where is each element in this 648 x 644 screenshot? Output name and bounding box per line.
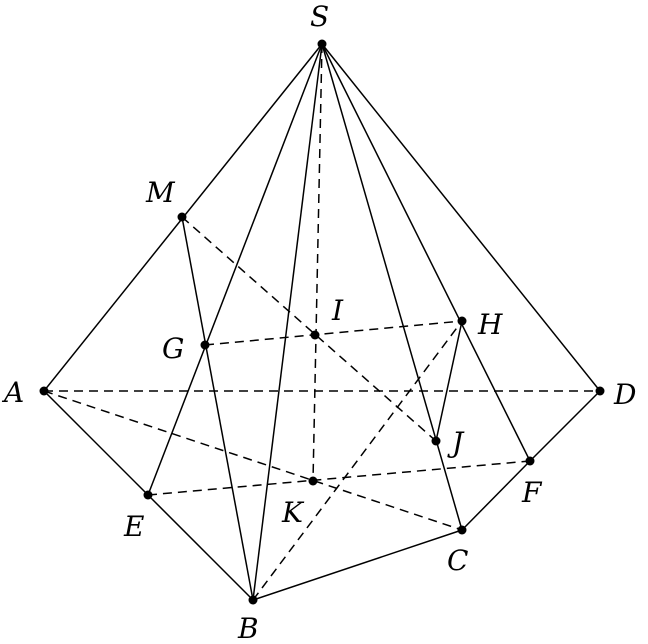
label-F: F	[521, 476, 543, 509]
edge-CF	[461, 460, 531, 531]
labels: S A D B C E F M G I H J K	[1, 0, 636, 644]
edge-HJ	[435, 320, 463, 442]
point-H	[457, 316, 467, 326]
label-E: E	[123, 510, 144, 543]
point-M	[177, 212, 187, 222]
edge-MJ	[181, 216, 437, 442]
edge-MB	[181, 216, 254, 601]
edge-SK	[312, 43, 323, 482]
edge-SC	[321, 43, 463, 531]
point-E	[143, 490, 153, 500]
point-K	[308, 476, 318, 486]
edge-SE	[147, 43, 323, 496]
edge-BH	[252, 320, 463, 601]
label-S: S	[310, 0, 329, 33]
point-F	[525, 456, 535, 466]
label-I: I	[331, 294, 344, 327]
edge-FD	[529, 390, 601, 462]
label-M: M	[145, 176, 176, 209]
dashed-edges	[43, 43, 600, 601]
point-B	[248, 595, 258, 605]
edge-EF	[147, 460, 531, 496]
edge-SD	[321, 43, 601, 392]
label-B: B	[237, 612, 259, 644]
label-D: D	[613, 378, 636, 411]
label-K: K	[281, 496, 305, 529]
label-A: A	[1, 376, 24, 409]
label-G: G	[162, 332, 184, 365]
label-H: H	[477, 308, 503, 341]
point-I	[310, 330, 320, 340]
point-G	[200, 340, 210, 350]
point-S	[317, 39, 327, 49]
edge-SF	[321, 43, 531, 462]
solid-edges	[43, 43, 601, 601]
edge-AC	[43, 390, 463, 531]
edge-GH	[204, 320, 463, 346]
point-D	[595, 386, 605, 396]
point-A	[39, 386, 49, 396]
edge-SB	[252, 43, 323, 601]
edge-BC	[252, 529, 463, 601]
label-J: J	[447, 426, 465, 459]
point-J	[431, 436, 441, 446]
points	[39, 39, 605, 605]
label-C: C	[447, 544, 468, 577]
point-C	[457, 525, 467, 535]
